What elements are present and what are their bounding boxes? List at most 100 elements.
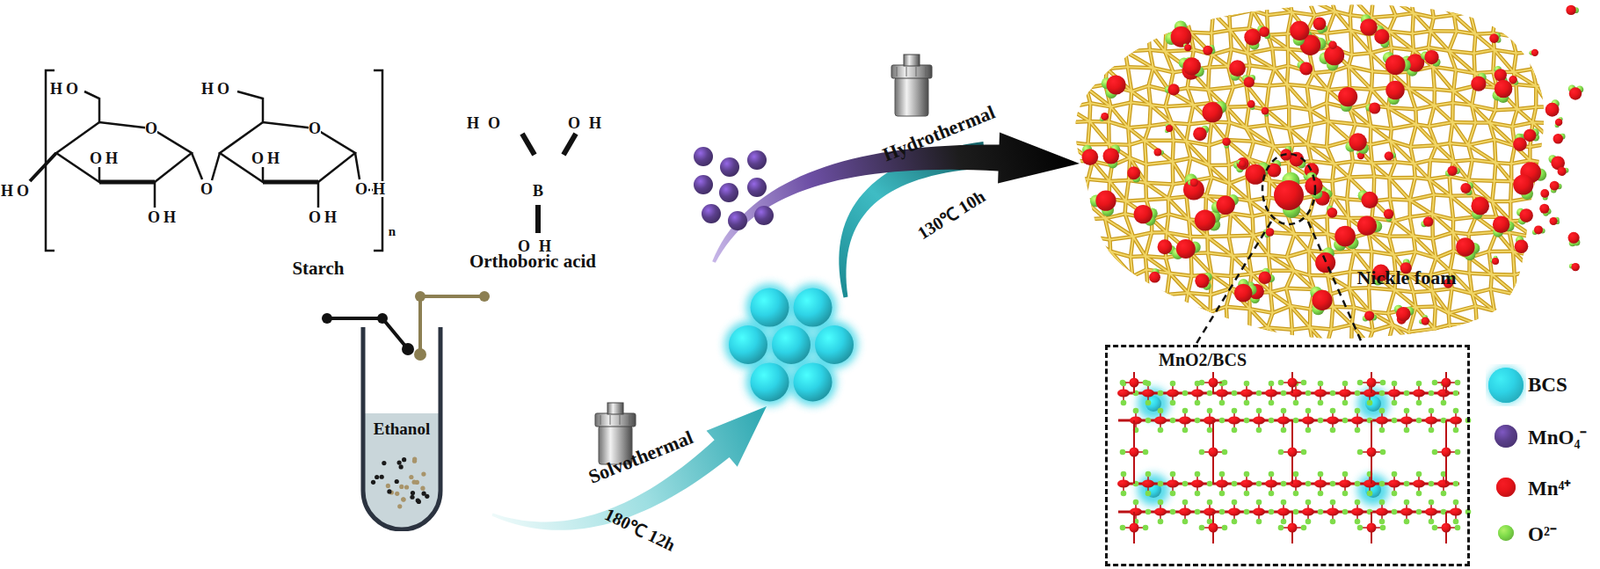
foam-strut-highlight (1148, 31, 1165, 52)
foam-strut-highlight (1085, 269, 1106, 275)
foam-strut (1085, 269, 1106, 275)
foam-strut (1069, 177, 1085, 201)
foam-strut (1066, 294, 1070, 307)
foam-strut (1211, 0, 1216, 14)
foam-strut-highlight (1068, 0, 1091, 17)
foam-strut (1430, 160, 1455, 161)
foam-strut-highlight (1089, 121, 1109, 145)
foam-strut-highlight (1145, 232, 1152, 256)
foam-strut (1307, 124, 1312, 146)
foam-strut (1104, 50, 1126, 54)
foam-strut-highlight (1252, 213, 1267, 217)
foam-strut (1088, 68, 1107, 70)
foam-strut (1107, 0, 1110, 14)
foam-strut (1430, 17, 1434, 31)
foam-strut (1533, 15, 1557, 33)
foam-strut (1428, 179, 1451, 197)
foam-strut-highlight (1067, 219, 1087, 236)
foam-strut (1067, 199, 1070, 220)
foam-strut (1187, 87, 1209, 90)
foam-strut (1230, 213, 1253, 236)
foam-strut (1510, 0, 1517, 16)
foam-strut (1517, 107, 1536, 110)
foam-strut (1069, 121, 1091, 123)
bond-line (211, 152, 220, 181)
foam-strut-highlight (1233, 84, 1247, 88)
foam-strut (1125, 30, 1131, 51)
foam-strut-highlight (1272, 305, 1291, 313)
ring-front-bond (99, 180, 155, 185)
foam-strut-highlight (1106, 32, 1126, 51)
foam-strut (1165, 90, 1171, 107)
foam-strut (1229, 29, 1249, 31)
foam-strut-highlight (1166, 213, 1169, 233)
foam-strut-highlight (1249, 10, 1253, 30)
foam-strut-highlight (1287, 84, 1308, 87)
foam-strut (1350, 0, 1353, 15)
foam-strut (1410, 145, 1437, 147)
permanganate-sphere (747, 150, 767, 170)
foam-strut-highlight (1211, 122, 1226, 140)
foam-strut (1149, 0, 1168, 12)
foam-strut-highlight (1084, 308, 1088, 332)
foam-strut (1389, 198, 1411, 200)
foam-strut-highlight (1127, 66, 1154, 68)
foam-strut-highlight (1112, 288, 1126, 291)
foam-strut-highlight (1288, 0, 1292, 13)
foam-strut (1469, 273, 1491, 275)
foam-strut-highlight (1288, 128, 1308, 145)
foam-strut (1068, 87, 1087, 91)
foam-strut-highlight (1268, 254, 1271, 271)
foam-strut (1166, 292, 1188, 295)
bcs-sphere (750, 362, 790, 401)
foam-strut (1071, 29, 1088, 34)
foam-strut (1371, 0, 1375, 18)
foam-strut-highlight (1089, 290, 1113, 293)
foam-strut (1069, 291, 1090, 295)
foam-strut-highlight (1133, 232, 1152, 237)
foam-strut (1432, 214, 1454, 233)
foam-strut (1516, 329, 1536, 349)
foam-strut (1148, 67, 1153, 87)
foam-strut (1531, 29, 1536, 52)
foam-strut-highlight (1352, 52, 1371, 55)
permanganate-sphere (693, 174, 713, 195)
foam-strut (1109, 12, 1130, 15)
foam-strut-highlight (1245, 84, 1266, 110)
foam-strut-highlight (1105, 328, 1112, 345)
foam-strut (1167, 324, 1170, 346)
foam-strut-highlight (1226, 87, 1234, 108)
foam-strut (1388, 290, 1396, 314)
foam-strut (1367, 330, 1373, 344)
foam-strut (1165, 306, 1186, 313)
foam-strut-highlight (1266, 0, 1293, 13)
foam-strut-highlight (1387, 0, 1396, 16)
foam-strut (1189, 122, 1212, 125)
foam-strut (1468, 139, 1495, 146)
foam-strut-highlight (1349, 14, 1353, 30)
foam-strut (1245, 124, 1267, 128)
foam-strut (1107, 0, 1130, 13)
foam-strut (1084, 53, 1089, 70)
foam-strut (1069, 199, 1085, 201)
foam-strut-highlight (1207, 252, 1212, 275)
foam-strut (1213, 13, 1230, 30)
foam-strut-highlight (1371, 251, 1394, 255)
foam-strut-highlight (1273, 145, 1294, 147)
foam-strut (1348, 54, 1353, 66)
foam-strut-highlight (1150, 310, 1153, 328)
foam-strut-highlight (1066, 306, 1070, 328)
foam-strut-highlight (1186, 196, 1190, 219)
foam-strut (1311, 121, 1329, 125)
foam-strut-highlight (1226, 105, 1250, 109)
foam-strut (1537, 309, 1557, 324)
foam-strut (1349, 176, 1375, 178)
foam-strut (1428, 160, 1430, 180)
foam-strut-highlight (1069, 199, 1085, 201)
foam-strut-highlight (1372, 161, 1397, 163)
foam-strut (1069, 14, 1071, 34)
foam-strut-highlight (1085, 235, 1088, 257)
foam-strut (1532, 269, 1554, 291)
foam-strut (1517, 109, 1534, 123)
